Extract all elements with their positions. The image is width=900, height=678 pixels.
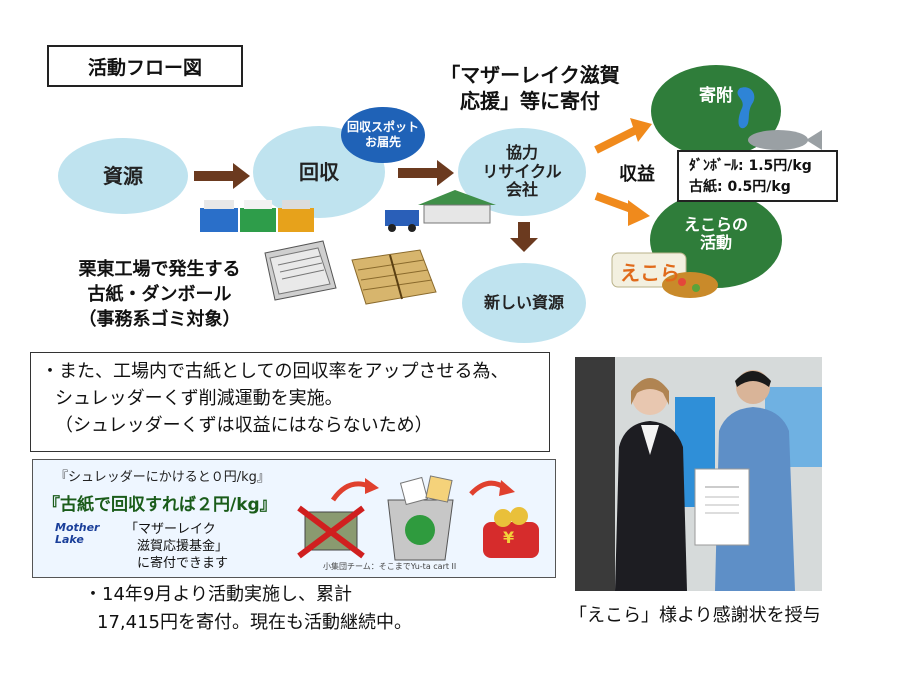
- newspaper-stack-illustration: [264, 240, 337, 301]
- arrow-to-ekora: [594, 192, 650, 226]
- wallet-icon: [483, 507, 539, 558]
- node-recycle-company: 協力リサイクル会社: [458, 128, 586, 216]
- photo-caption: 「えこら」様より感謝状を授与: [569, 605, 821, 626]
- arrow-source-to-collect: [194, 163, 250, 189]
- origin-text: 栗東工場で発生する 古紙・ダンボール （事務系ゴミ対象）: [78, 259, 241, 331]
- arrow-to-donation: [594, 118, 652, 154]
- award-photo-illustration: [575, 357, 822, 591]
- banner-line-paper: 『古紙で回収すれば２円/kg』: [43, 495, 277, 515]
- truck-building-illustration: [385, 190, 496, 232]
- cardboard-stack-illustration: [351, 249, 437, 305]
- banner-credit: 小集団チーム：そこまでYu-ta cart II: [323, 562, 457, 571]
- banner-graphics: [297, 475, 539, 561]
- price-box: ﾀﾞﾝﾎﾞｰﾙ: 1.5円/kg 古紙: 0.5円/kg: [677, 150, 838, 202]
- fund-text: 「マザーレイク 滋賀応援基金」 に寄付できます: [125, 522, 229, 571]
- mother-lake-logo: Mother Lake: [55, 521, 100, 547]
- revenue-label: 収益: [619, 164, 655, 185]
- recycle-bin-icon: [387, 475, 454, 561]
- award-photo: [575, 357, 822, 591]
- collect-spot-bubble: 回収スポットお届先: [341, 107, 425, 163]
- yen-sign: ¥: [503, 528, 515, 547]
- collection-bins-illustration: [200, 200, 314, 232]
- note-box: ・また、工場内で古紙としての回収率をアップさせる為、 シュレッダーくず削減運動を…: [30, 352, 550, 452]
- node-source: 資源: [58, 138, 188, 214]
- page-title: 活動フロー図: [47, 45, 243, 87]
- banner-line-shredder: 『シュレッダーにかけると０円/kg』: [55, 470, 270, 485]
- ekora-sign-illustration: [611, 252, 718, 298]
- lake-biwa-illustration: [737, 87, 822, 150]
- crossed-shredder-icon: [297, 505, 365, 559]
- arrow-collect-to-company: [398, 160, 454, 186]
- arrow-company-to-new-resource: [510, 222, 538, 252]
- ekora-sign-text: えこら: [620, 261, 680, 285]
- donation-note: 「マザーレイク滋賀 応援」等に寄付: [440, 63, 620, 113]
- result-text: ・14年9月より活動実施し、累計 17,415円を寄付。現在も活動継続中。: [84, 584, 412, 633]
- red-arrow-icon: [330, 478, 515, 502]
- node-new-resource: 新しい資源: [462, 263, 586, 343]
- shredder-banner: 『シュレッダーにかけると０円/kg』 『古紙で回収すれば２円/kg』 Mothe…: [32, 459, 556, 578]
